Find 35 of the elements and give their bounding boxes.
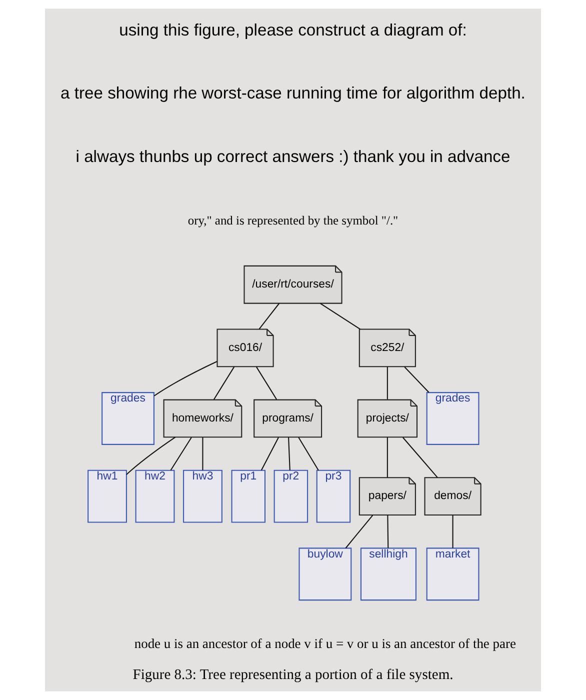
node-box: market xyxy=(426,548,480,601)
label: a tree showing rhe worst-case running time for algorithm depth. xyxy=(60,84,526,103)
label: using this figure, please construct a diagram of: xyxy=(119,20,467,40)
connector xyxy=(452,515,454,548)
node-box: grades xyxy=(102,392,154,445)
connector xyxy=(402,437,438,478)
node-box: hw3 xyxy=(183,470,222,523)
node-box: grades xyxy=(426,392,480,445)
connector xyxy=(258,303,280,330)
connector xyxy=(256,366,277,400)
connector xyxy=(387,515,389,548)
node-box: pr3 xyxy=(316,470,351,523)
caption: Figure 8.3: Tree representing a portion of a file system. xyxy=(132,667,454,684)
connector xyxy=(320,302,360,330)
connector xyxy=(386,366,388,400)
node-box: pr1 xyxy=(231,470,266,523)
connector xyxy=(288,437,290,470)
label: ory," and is represented by the symbol "/." xyxy=(188,214,398,228)
connector xyxy=(298,437,319,471)
label: i always thunbs up correct answers :) thank you in advance xyxy=(76,146,510,166)
node-box: hw1 xyxy=(88,470,127,523)
connector xyxy=(404,366,430,393)
connector xyxy=(260,437,279,471)
connector xyxy=(170,437,192,471)
connector xyxy=(126,436,176,475)
node-box: buylow xyxy=(298,548,352,601)
connector xyxy=(345,514,374,548)
node-box: hw2 xyxy=(135,470,175,523)
label: node u is an ancestor of a node v if u = v or u is an ancestor of the pare xyxy=(134,636,516,652)
node-box: sellhigh xyxy=(360,548,416,601)
connector xyxy=(154,361,218,396)
connector xyxy=(202,437,204,470)
node-box: pr2 xyxy=(274,470,308,523)
connector xyxy=(386,437,388,478)
connector xyxy=(214,366,235,400)
